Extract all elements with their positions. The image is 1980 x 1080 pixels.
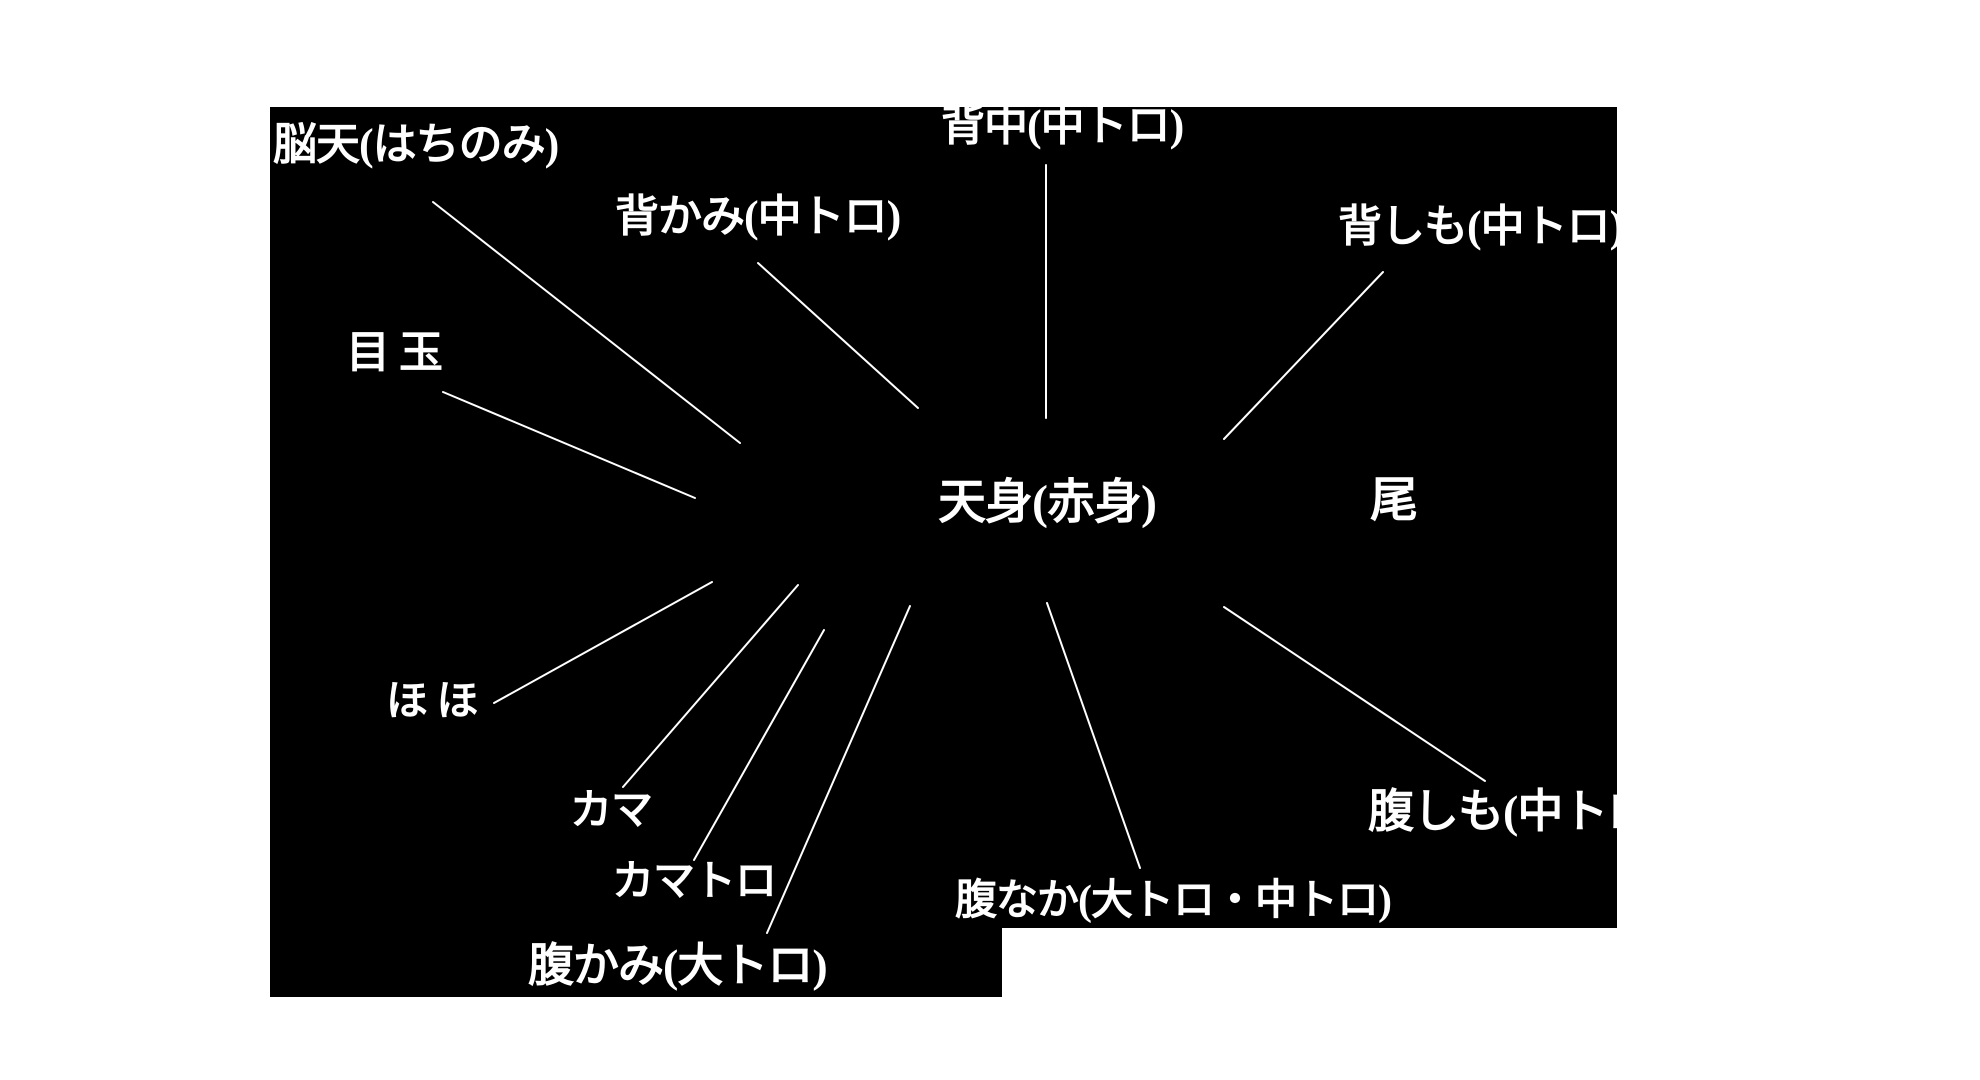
part-label-harashimo: 腹しも(中トロ) [1368,786,1668,837]
part-label-sekami: 背かみ(中トロ) [615,192,901,241]
pointer-lines [432,164,1486,934]
pointer-line-harakami [766,605,911,934]
part-label-kama: カマ [570,788,653,834]
part-label-o: 尾 [1370,474,1418,527]
part-label-hoho: ほ ほ [386,679,479,725]
part-label-noten: 脳天(はちのみ) [273,120,559,169]
pointer-line-medama [442,391,696,499]
pointer-line-kama [622,584,799,788]
part-label-harakami: 腹かみ(大トロ) [528,940,828,991]
pointer-line-hoho [493,581,713,704]
part-label-medama: 目 玉 [346,328,443,377]
black-background-panel [270,107,1617,997]
pointer-line-haranaka [1046,602,1141,869]
pointer-line-harashimo [1223,606,1486,782]
pointer-line-seshimo [1223,271,1384,440]
pointer-line-sekami [757,262,919,409]
pointer-line-noten [432,201,741,444]
part-label-kamatoro: カマトロ [612,859,777,905]
part-label-tenmi: 天身(赤身) [938,476,1157,529]
pointer-line-kamatoro [693,629,825,861]
part-label-senaka: 背中(中トロ) [941,101,1184,150]
part-label-haranaka: 腹なか(大トロ・中トロ) [955,878,1392,924]
part-label-seshimo: 背しも(中トロ) [1338,202,1624,251]
